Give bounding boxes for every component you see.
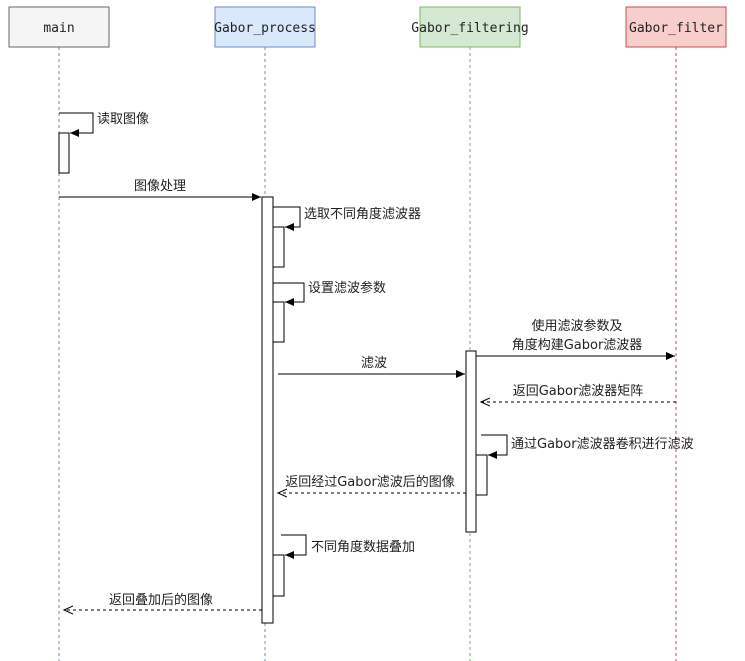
message-return-filter-matrix: 返回Gabor滤波器矩阵	[513, 384, 644, 399]
message-build-gabor-filter-line1: 使用滤波参数及	[531, 318, 622, 334]
activation-process-params	[272, 301, 285, 343]
participant-gabor-filter-label: Gabor_filter	[629, 21, 723, 36]
participant-main-label: main	[43, 21, 74, 36]
message-set-filter-params: 设置滤波参数	[308, 280, 386, 296]
activation-filtering-convolve	[475, 454, 488, 496]
message-return-stacked-image: 返回叠加后的图像	[109, 592, 213, 608]
arrow-set-filter-params	[273, 282, 305, 306]
activation-gabor-filtering	[465, 350, 477, 533]
arrow-stack-angle-data	[281, 534, 307, 559]
message-image-process: 图像处理	[134, 179, 186, 194]
message-convolve-filter: 通过Gabor滤波器卷积进行滤波	[511, 436, 694, 452]
activation-process-select	[272, 226, 285, 268]
participant-gabor-process-label: Gabor_process	[214, 21, 316, 36]
message-return-filtered-image: 返回经过Gabor滤波后的图像	[285, 474, 455, 490]
message-select-angle-filters: 选取不同角度滤波器	[304, 206, 421, 222]
activation-gabor-process	[261, 196, 274, 624]
participant-gabor-filtering[interactable]: Gabor_filtering	[411, 6, 529, 48]
message-filter: 滤波	[361, 356, 387, 371]
message-stack-angle-data: 不同角度数据叠加	[311, 539, 415, 555]
message-build-gabor-filter-line2: 角度构建Gabor滤波器	[512, 337, 643, 353]
arrow-convolve-filter	[481, 434, 508, 459]
activation-main-self	[58, 132, 70, 174]
arrow-read-image	[59, 112, 94, 137]
participant-gabor-filtering-label: Gabor_filtering	[411, 21, 528, 36]
activation-process-stack	[272, 554, 285, 597]
participant-gabor-filter[interactable]: Gabor_filter	[625, 6, 727, 48]
participant-main[interactable]: main	[8, 6, 110, 48]
participant-gabor-process[interactable]: Gabor_process	[214, 6, 316, 48]
message-read-image: 读取图像	[97, 112, 149, 127]
arrow-select-angle-filters	[273, 206, 301, 231]
